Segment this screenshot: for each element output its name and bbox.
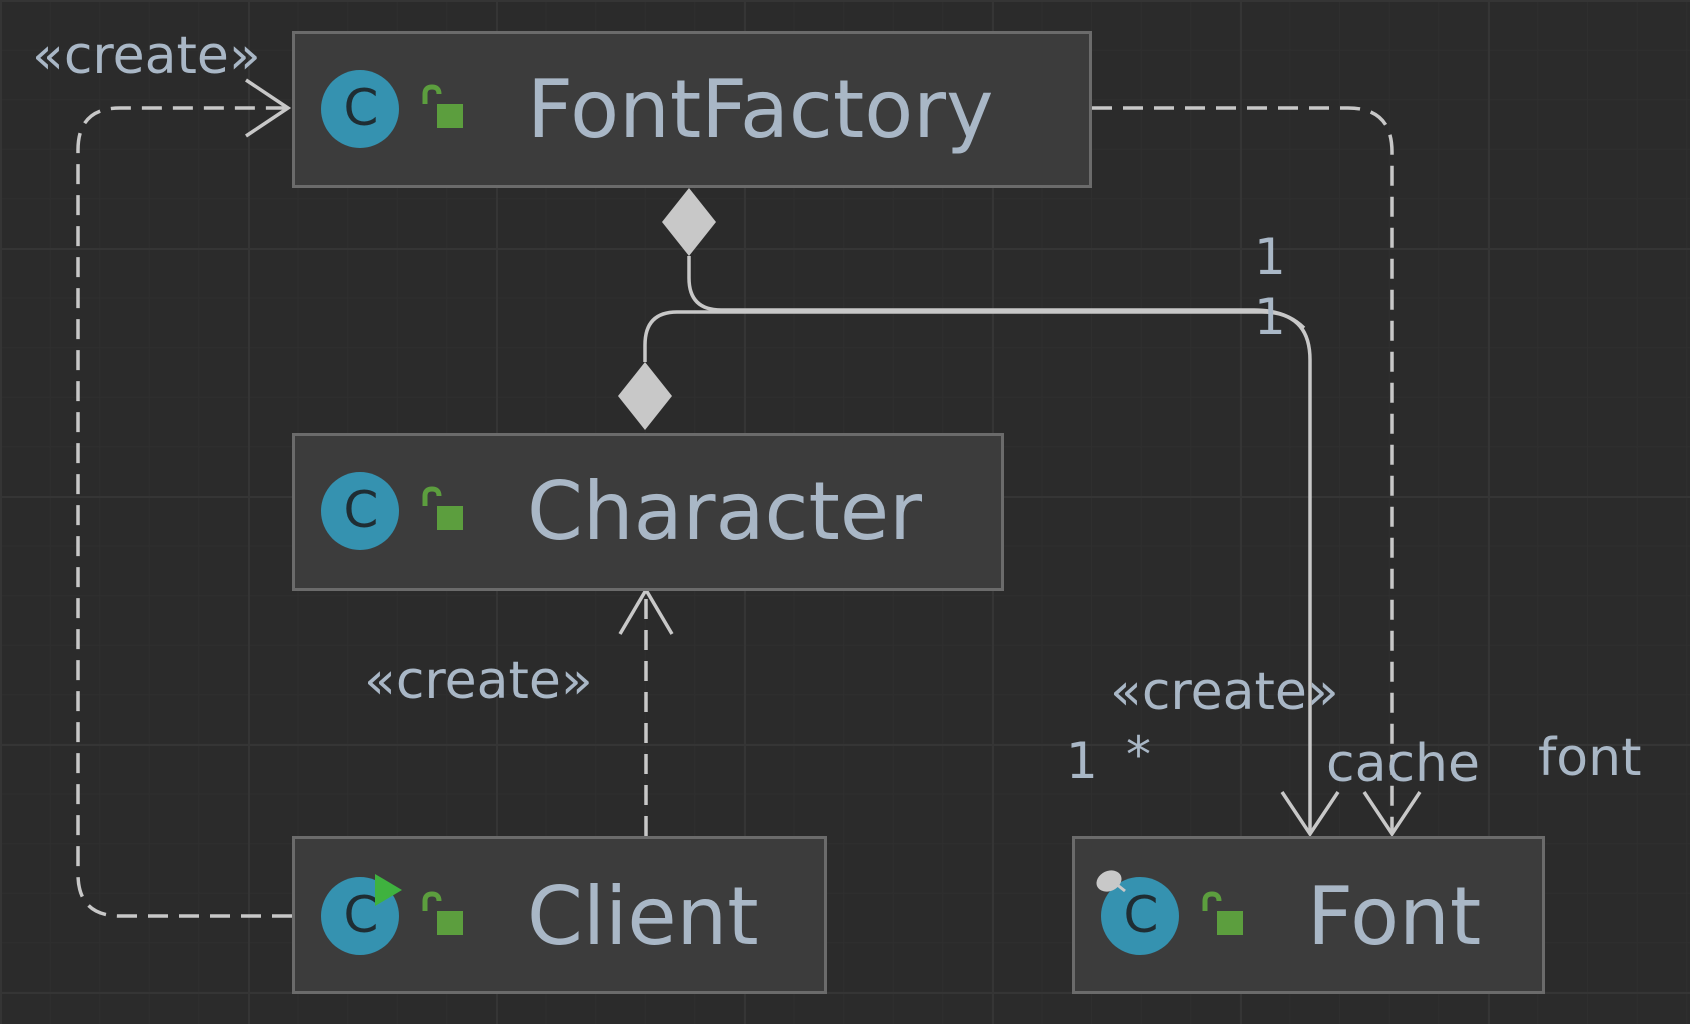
- class-name: Font: [1307, 870, 1482, 963]
- composition-diamond-icon: [662, 188, 716, 256]
- open-arrowhead-icon: [1362, 791, 1422, 838]
- class-name: Character: [527, 465, 922, 558]
- serializable-icon: [1096, 870, 1126, 893]
- class-c-icon: C: [1101, 877, 1179, 955]
- edge-factory-create-font[interactable]: [1092, 106, 1422, 838]
- multiplicity-label: *: [1126, 726, 1151, 784]
- class-node-font[interactable]: C Font: [1072, 836, 1545, 994]
- multiplicity-label: 1: [1066, 732, 1098, 790]
- edge-client-create-factory[interactable]: [76, 78, 292, 918]
- open-arrowhead-icon: [1280, 791, 1340, 838]
- edge-client-create-character[interactable]: [618, 586, 674, 836]
- class-node-character[interactable]: C Character: [292, 433, 1004, 591]
- class-node-fontfactory[interactable]: C FontFactory: [292, 31, 1092, 188]
- composition-diamond-icon: [618, 362, 672, 430]
- public-lock-icon: [422, 486, 463, 530]
- class-name: Client: [527, 870, 759, 963]
- role-label-cache: cache: [1326, 734, 1480, 794]
- role-label-font: font: [1538, 728, 1642, 788]
- class-node-client[interactable]: C Client: [292, 836, 827, 994]
- class-c-icon: C: [321, 472, 399, 550]
- class-c-icon: C: [321, 70, 399, 148]
- multiplicity-label: 1: [1254, 228, 1286, 286]
- multiplicity-label: 1: [1254, 288, 1286, 346]
- edge-factory-cache-font[interactable]: [662, 188, 1306, 330]
- stereotype-label-create: «create»: [364, 651, 593, 711]
- stereotype-label-create: «create»: [32, 26, 261, 86]
- public-lock-icon: [422, 84, 463, 128]
- class-name: FontFactory: [527, 63, 994, 156]
- open-arrowhead-icon: [245, 78, 292, 138]
- stereotype-label-create: «create»: [1110, 662, 1339, 722]
- public-lock-icon: [1202, 891, 1243, 935]
- edge-character-font-font[interactable]: [618, 310, 1340, 838]
- public-lock-icon: [422, 891, 463, 935]
- run-triangle-icon: [375, 874, 402, 906]
